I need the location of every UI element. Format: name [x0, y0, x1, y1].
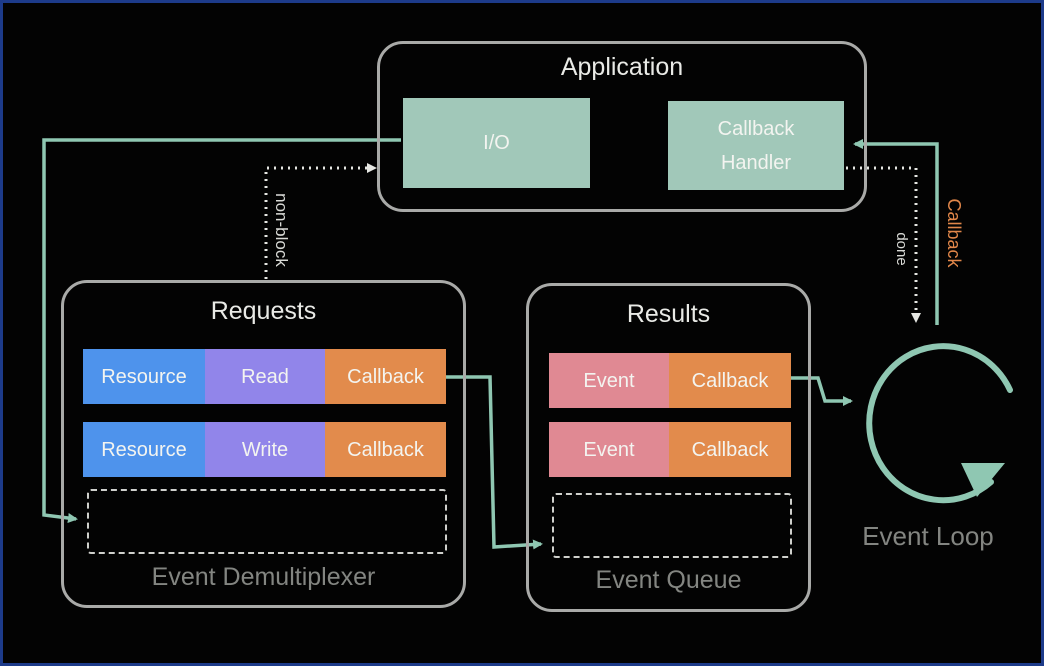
result-callback-cell: Callback — [669, 353, 791, 408]
event-queue-caption: Event Queue — [595, 566, 742, 594]
architecture-diagram: Application I/O Callback Handler non-blo… — [3, 3, 1041, 663]
non-block-arrow — [264, 163, 377, 279]
requests-title: Requests — [210, 297, 317, 325]
request-operation-cell: Write — [205, 422, 325, 477]
flow-connectors — [42, 138, 1013, 550]
done-label: done — [893, 232, 910, 266]
requests-panel: Requests Resource Read Callback Resource… — [61, 280, 466, 608]
results-panel: Results Event Callback Event Callback Ev… — [526, 283, 811, 612]
request-resource-cell: Resource — [83, 349, 205, 404]
callback-handler-box: Callback Handler — [668, 101, 844, 190]
callback-return-label: Callback — [944, 198, 964, 268]
event-loop-icon — [866, 343, 1013, 504]
non-block-label: non-block — [272, 193, 291, 267]
loop-to-handler-arrow — [853, 139, 939, 325]
results-to-loop-arrow — [790, 376, 853, 406]
io-to-demultiplexer-arrow — [42, 138, 401, 523]
event-demultiplexer-caption: Event Demultiplexer — [151, 563, 376, 591]
application-panel: Application I/O Callback Handler — [377, 41, 867, 212]
done-arrow — [846, 166, 921, 323]
result-event-cell: Event — [549, 353, 669, 408]
result-empty-slot — [552, 493, 792, 558]
results-title: Results — [626, 300, 711, 328]
request-empty-slot — [87, 489, 447, 554]
application-title: Application — [560, 53, 684, 81]
io-box: I/O — [403, 98, 590, 188]
request-operation-cell: Read — [205, 349, 325, 404]
event-loop-arrowhead — [961, 463, 1005, 497]
request-resource-cell: Resource — [83, 422, 205, 477]
request-callback-cell: Callback — [325, 422, 446, 477]
request-to-queue-arrow — [444, 375, 543, 550]
request-callback-cell: Callback — [325, 349, 446, 404]
result-event-cell: Event — [549, 422, 669, 477]
event-loop-label: Event Loop — [862, 521, 994, 551]
result-callback-cell: Callback — [669, 422, 791, 477]
